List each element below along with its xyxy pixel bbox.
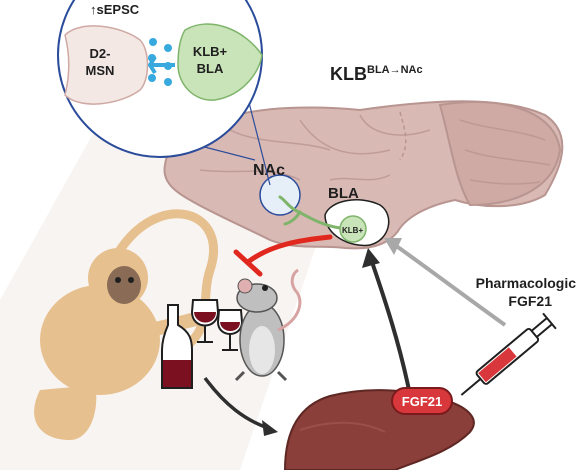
wine-illustration	[161, 299, 244, 389]
inhibition-bar	[233, 249, 263, 277]
monkey-body	[40, 285, 160, 395]
syringe-fill	[478, 347, 517, 383]
klb-bla-label-1: KLB+	[193, 44, 228, 59]
syringe-icon	[460, 312, 557, 396]
vesicle	[164, 44, 172, 52]
monkey-face	[107, 266, 141, 304]
wine-glass-1-fill	[194, 312, 216, 323]
pharmacologic-arrow	[393, 243, 507, 327]
vesicle	[149, 38, 157, 46]
liver-to-bla-arrow	[370, 261, 412, 396]
klb-bla-terminal	[177, 23, 263, 101]
drinking-to-liver-arrow	[203, 376, 269, 430]
arrowhead-bla-icon	[362, 248, 380, 268]
klb-projection	[278, 195, 342, 230]
title-klb: KLBBLA→NAc	[330, 64, 423, 84]
bla-label: BLA	[328, 185, 359, 202]
rat-belly	[249, 326, 275, 374]
fgf21-badge	[391, 387, 453, 415]
monkey-eye	[128, 277, 134, 283]
syringe-needle	[460, 378, 482, 396]
rat-illustration	[234, 268, 302, 382]
inhibition-line	[245, 234, 333, 265]
d2-msn-label-2: MSN	[86, 63, 115, 78]
release-arrow-icon	[148, 55, 175, 75]
wine-bottle-fill	[163, 360, 191, 387]
arrowhead-liver-icon	[262, 420, 278, 436]
rat-ear	[237, 278, 253, 294]
monkey-eye	[115, 277, 121, 283]
liver-shading	[299, 421, 386, 433]
wine-glass-2-stem	[222, 334, 238, 351]
brain-folds	[199, 114, 551, 185]
nac-label: NAc	[253, 162, 285, 179]
vesicle	[148, 74, 156, 82]
klb-bla-label-2: BLA	[197, 61, 224, 76]
d2-msn-terminal	[64, 25, 149, 105]
klb-neuron-label: KLB+	[342, 226, 363, 235]
brain-dashed-fold	[399, 111, 407, 161]
fgf21-badge-label: FGF21	[402, 394, 442, 409]
wine-glass-1-stem	[197, 325, 213, 343]
brain-illustration: NAc BLA KLB+	[163, 100, 564, 250]
rat-eye	[262, 285, 268, 291]
rat-feet	[234, 370, 288, 382]
wine-glass-2-fill	[220, 322, 240, 331]
pharmacologic-label-1: Pharmacologic	[476, 275, 577, 291]
pharmacologic-label-2: FGF21	[508, 293, 552, 309]
arrowhead-pharmacologic-icon	[384, 238, 402, 255]
klb-neuron	[339, 215, 367, 243]
vesicle	[164, 78, 172, 86]
sepsc-label: ↑sEPSC	[90, 2, 140, 17]
synapse-inset: D2- MSN KLB+ BLA ↑sEPSC	[57, 0, 271, 186]
syringe-plunger	[530, 312, 557, 338]
cerebellum	[438, 101, 562, 207]
monkey-leg	[34, 385, 97, 440]
d2-msn-label-1: D2-	[90, 46, 111, 61]
rat-tail	[277, 268, 302, 332]
